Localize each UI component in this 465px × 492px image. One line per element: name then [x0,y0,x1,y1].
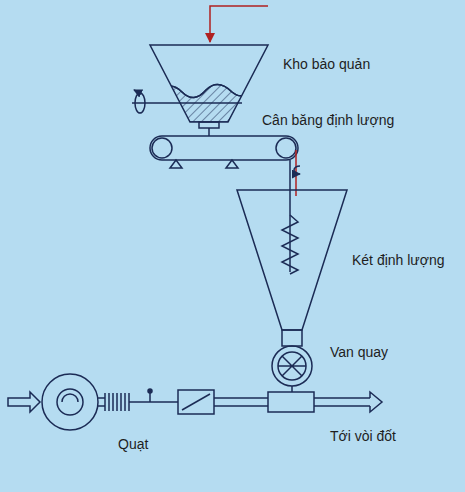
storage-label: Kho bảo quản [283,56,370,73]
material-surface [158,84,252,97]
dosing-tank [237,190,347,330]
fan-blade [62,394,78,402]
belt-roller [276,138,296,158]
weigher-label: Cân băng định lượng [262,112,394,129]
outlet-arrow [370,392,382,412]
damper-blade [182,394,210,410]
coupling [105,393,129,411]
feed-line [210,6,268,42]
shaft [98,405,105,407]
rotation-arrow [294,166,300,174]
outlet-chute [208,128,210,136]
hopper-outlet [199,122,219,128]
valve-neck [282,330,302,346]
valve-label: Van quay [330,344,388,361]
belt-conveyor [150,136,298,160]
screw-shaft [132,102,242,104]
pivot [148,389,152,393]
shaft [98,397,105,399]
rotation-arrow [134,90,140,93]
air-pipe [214,397,268,399]
valve-vanes [278,356,306,376]
mixing-chamber [268,392,314,412]
drive-shaft [129,401,178,403]
burner-pipe [314,397,370,399]
storage-hopper [150,45,268,122]
flow-damper [178,390,214,414]
valve-rotor [278,352,306,380]
air-pipe [214,405,268,407]
outlet-label: Tới vòi đốt [330,428,396,445]
pivot-arm [149,393,151,402]
rotary-valve [272,346,312,386]
tank-label: Két định lượng [352,252,445,269]
fan-casing [42,374,98,430]
load-cell [170,160,182,168]
load-cell [226,160,238,168]
inlet-arrow [8,392,40,412]
burner-pipe [314,405,370,407]
belt-roller [152,138,172,158]
fan-impeller [57,389,83,415]
rotation-mark [135,93,145,113]
valve-outlet [291,386,293,392]
agitator-coil [282,215,298,274]
fan-label: Quạt [118,436,148,453]
